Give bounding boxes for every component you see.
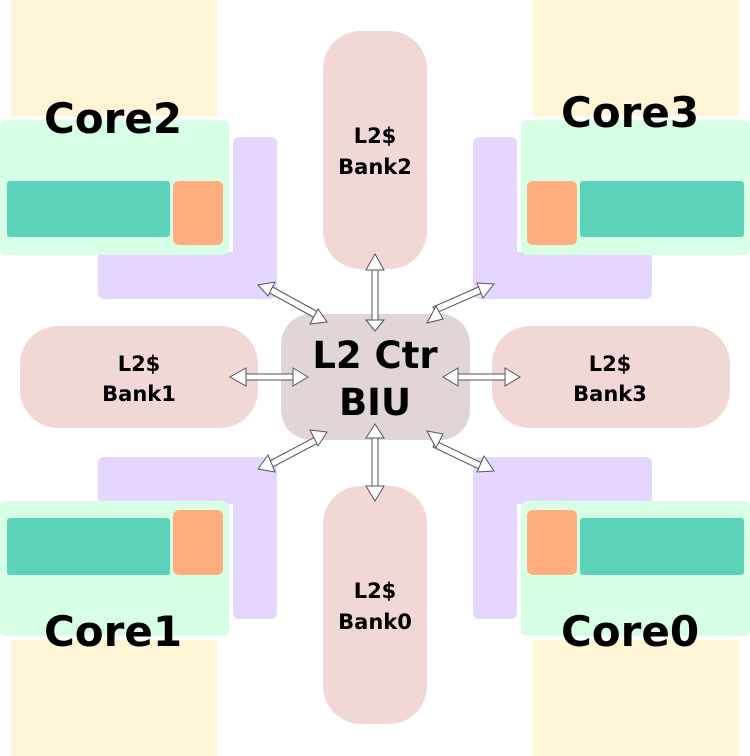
bank0-box [323,486,427,724]
arrow-ctr-core3 [426,282,495,324]
core3-l1-block [533,0,739,116]
bank3-line2: Bank3 [573,382,647,406]
bank2-line2: Bank2 [338,155,412,179]
core3-label: Core3 [561,88,699,137]
core0-l-shape [473,457,652,619]
core2-unit [173,181,223,245]
core0-label: Core0 [561,607,699,656]
controller-line1: L2 Ctr [312,334,438,377]
controller-line2: BIU [339,381,411,424]
bank2-box [323,31,427,269]
core2-l-shape [98,137,277,299]
core1-label: Core1 [44,607,182,656]
core1-group: Core1 [0,457,277,756]
bank1-line2: Bank1 [102,382,176,406]
core2-label: Core2 [44,94,182,143]
core1-unit [173,510,223,575]
core2-pipeline [7,181,170,237]
arrows [228,252,521,502]
bank3-group: L2$ Bank3 [492,326,730,428]
core0-unit [527,510,577,575]
core0-pipeline [580,518,744,575]
bank2-line1: L2$ [354,124,397,148]
arrow-ctr-core0 [426,430,495,473]
bank0-group: L2$ Bank0 [323,486,427,724]
arrow-ctr-core1 [257,429,328,473]
controller-box [281,314,470,440]
bank1-line1: L2$ [118,352,161,376]
core2-l1-block [11,0,217,116]
core2-group: Core2 [0,0,277,299]
arrow-ctr-bank1 [228,367,309,387]
core3-l-shape [473,137,652,299]
core1-pipeline [7,518,170,575]
arrow-ctr-bank2 [364,252,386,332]
arrow-ctr-core2 [257,281,328,325]
core3-group: Core3 [473,0,750,299]
arrow-ctr-bank3 [442,367,521,387]
core3-unit [527,181,577,245]
bank0-line1: L2$ [354,579,397,603]
core0-l1-block [533,640,739,756]
bank1-group: L2$ Bank1 [20,326,258,428]
bank1-box [20,326,258,428]
arrow-ctr-bank0 [365,423,385,502]
core1-l-shape [98,457,277,619]
bank3-line1: L2$ [589,352,632,376]
core1-l1-block [11,640,217,756]
core3-pipeline [580,181,744,237]
bank2-group: L2$ Bank2 [323,31,427,269]
core0-group: Core0 [473,457,750,756]
bank0-line2: Bank0 [338,610,412,634]
controller-group: L2 Ctr BIU [281,314,470,440]
bank3-box [492,326,730,428]
